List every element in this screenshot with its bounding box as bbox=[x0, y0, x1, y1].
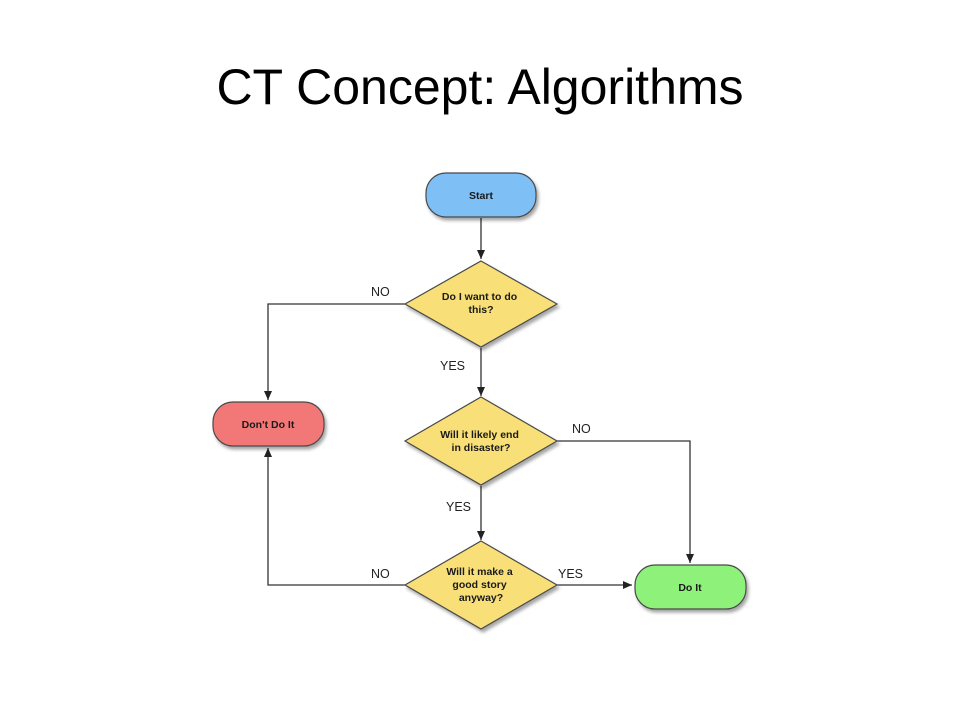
node-q3: Will it make a good story anyway? bbox=[403, 540, 559, 630]
node-q3-shape bbox=[403, 540, 559, 630]
node-start: Start bbox=[425, 172, 537, 218]
node-do-it-label-line: Do It bbox=[678, 582, 702, 594]
node-start-label: Start bbox=[469, 190, 493, 202]
node-do-it: Do It bbox=[634, 564, 747, 610]
node-q3-label-line: Will it make a bbox=[446, 566, 513, 578]
node-q2-label: Will it likely end in disaster? bbox=[440, 429, 522, 454]
node-q1-shape bbox=[403, 260, 559, 348]
node-q2: Will it likely end in disaster? bbox=[403, 396, 559, 486]
edges bbox=[264, 218, 694, 589]
node-q1-label: Do I want to do this? bbox=[442, 291, 520, 316]
edge-label-q2-no: NO bbox=[572, 422, 591, 436]
node-do-it-label: Do It bbox=[678, 582, 702, 594]
node-q2-shape bbox=[403, 396, 559, 486]
node-q1: Do I want to do this? bbox=[403, 260, 559, 348]
node-dont-do-it-label: Don't Do It bbox=[242, 419, 295, 431]
edge-q1-no-to-dont bbox=[264, 303, 405, 400]
edge-label-q2-yes: YES bbox=[446, 500, 471, 514]
node-q1-label-line: this? bbox=[468, 304, 493, 316]
edge-label-q3-no: NO bbox=[371, 567, 390, 581]
node-dont-do-it: Don't Do It bbox=[212, 401, 325, 447]
node-q2-label-line: Will it likely end bbox=[440, 429, 519, 441]
edge-q2-no-to-doit bbox=[557, 440, 694, 563]
node-dont-do-it-label-line: Don't Do It bbox=[242, 419, 295, 431]
node-do-it-shape bbox=[634, 564, 747, 610]
node-start-shape bbox=[425, 172, 537, 218]
node-dont-do-it-shape bbox=[212, 401, 325, 447]
node-q2-label-line: in disaster? bbox=[452, 442, 511, 454]
node-q3-label: Will it make a good story anyway? bbox=[446, 566, 515, 604]
edge-q3-no-to-dont bbox=[264, 448, 405, 586]
node-start-label-line: Start bbox=[469, 190, 493, 202]
node-q3-label-line: good story bbox=[452, 579, 506, 591]
edge-label-q3-yes: YES bbox=[558, 567, 583, 581]
node-q1-label-line: Do I want to do bbox=[442, 291, 517, 303]
edge-label-q1-no: NO bbox=[371, 285, 390, 299]
edge-label-q1-yes: YES bbox=[440, 359, 465, 373]
slide-title: CT Concept: Algorithms bbox=[216, 59, 744, 115]
node-q3-label-line: anyway? bbox=[459, 592, 503, 604]
